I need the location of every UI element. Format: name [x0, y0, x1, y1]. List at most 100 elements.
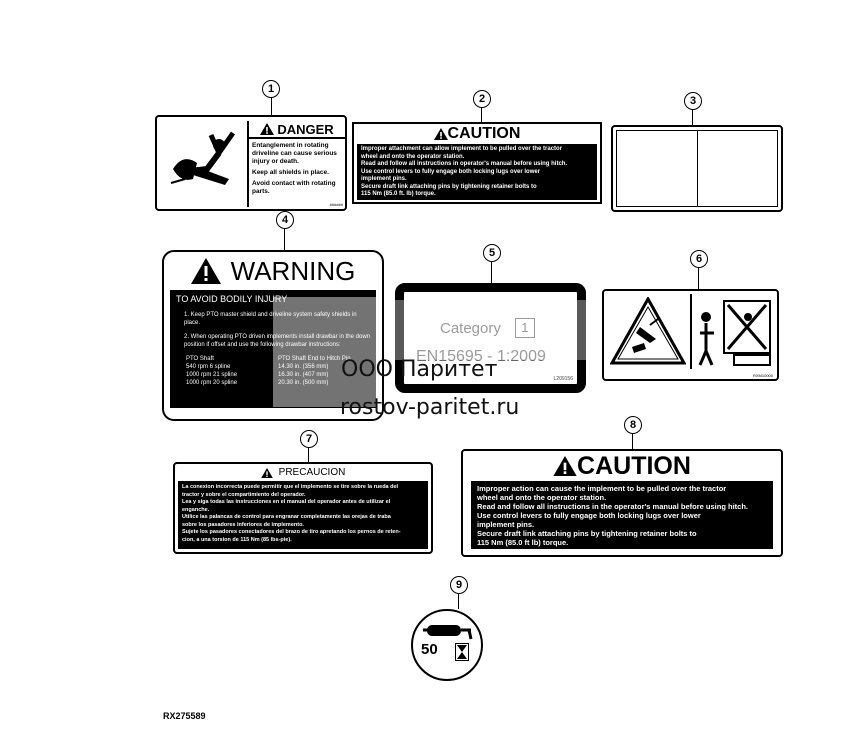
watermark-url: rostov-paritet.ru	[340, 395, 520, 420]
leader-3	[692, 109, 693, 125]
caution-small-line: implement pins.	[361, 176, 407, 182]
callout-4: 4	[276, 211, 294, 229]
pictorial-code: RXM10000	[752, 373, 773, 378]
leader-6	[698, 267, 699, 289]
warning-row1-shaft: 540 rpm 6 spline	[186, 364, 231, 370]
precaucion-line: La conexion incorrecta puede permitir qu…	[182, 484, 399, 490]
category-decal: Category 1 EN15695 - 1:2009 L209156	[395, 283, 586, 393]
caution-large-title: CAUTION	[577, 451, 691, 480]
callout-2: 2	[473, 90, 491, 108]
warning-row2-shaft: 1000 rpm 21 spline	[186, 372, 238, 378]
grease-interval-decal: 50	[411, 609, 483, 681]
crush-hazard-icon	[610, 297, 686, 365]
tractor-hitch-operator-icon	[698, 300, 771, 366]
caution-small-line: Secure draft link attaching pins by tigh…	[361, 183, 537, 190]
warning-triangle-icon	[553, 456, 577, 476]
caution-large-line: Use control levers to fully engage both …	[477, 511, 701, 520]
danger-title: DANGER	[277, 121, 334, 137]
callout-6: 6	[690, 250, 708, 268]
danger-line1: Entanglement in rotating driveline can c…	[252, 142, 337, 165]
caution-small-line: Use control levers to fully engage both …	[361, 168, 541, 175]
grease-interval-value: 50	[421, 641, 438, 658]
category-code: L209156	[553, 376, 573, 382]
precaucion-line: Sujete los pasadores conectadores del br…	[182, 529, 401, 535]
danger-decal: DANGER Entanglement in rotating drivelin…	[155, 115, 347, 211]
caution-large-decal: CAUTION Improper action can cause the im…	[461, 449, 783, 557]
precaucion-line: enganche.	[182, 506, 210, 513]
leader-5	[491, 261, 492, 283]
danger-code: ######	[329, 202, 343, 207]
precaucion-title: PRECAUCION	[278, 467, 346, 478]
danger-line3: Avoid contact with rotating parts.	[252, 180, 336, 195]
category-label: Category	[440, 319, 501, 337]
warning-row3-distance: 20.30 in. (500 mm)	[278, 380, 329, 386]
caution-small-line: Read and follow all instructions in oper…	[361, 161, 568, 167]
caution-small-line: wheel and onto the operator station.	[361, 153, 465, 160]
warning-row3-shaft: 1000 rpm 20 spline	[186, 380, 238, 386]
pictorial-decal: RXM10000	[602, 289, 779, 381]
pictorial-divider	[690, 294, 692, 369]
caution-large-line: Read and follow all instructions in the …	[477, 502, 748, 511]
warning-triangle-icon	[190, 258, 221, 284]
warning-col2-header: PTO Shaft End to Hitch Pin	[278, 356, 351, 362]
leader-9	[458, 593, 459, 609]
leader-1	[271, 97, 272, 115]
warning-row2-distance: 16.30 in. (407 mm)	[278, 372, 329, 378]
caution-small-line: 115 Nm (85.0 ft. lb) torque.	[361, 191, 436, 197]
caution-large-body: Improper action can cause the implement …	[471, 481, 773, 549]
leader-8	[632, 433, 633, 449]
warning-triangle-icon	[260, 467, 273, 478]
warning-header: WARNING	[164, 252, 382, 290]
caution-small-body: Improper attachment can allow implement …	[357, 144, 597, 200]
precaucion-line: Lea y siga todas las instrucciones en el…	[182, 499, 391, 505]
precaucion-line: cion, a una torsion de 115 Nm (85 lbs-pi…	[182, 536, 292, 543]
precaucion-body: La conexion incorrecta puede permitir qu…	[178, 481, 428, 549]
precaucion-line: sobre los pasadores inferiores de implem…	[182, 521, 304, 528]
warning-decal: WARNING TO AVOID BODILY INJURY 1. Keep P…	[162, 250, 384, 421]
caution-large-line: implement pins.	[477, 520, 535, 529]
warning-body: TO AVOID BODILY INJURY 1. Keep PTO maste…	[170, 290, 376, 408]
leader-7	[308, 447, 309, 463]
callout-3: 3	[684, 92, 702, 110]
category-standard: EN15695 - 1:2009	[416, 348, 546, 365]
warning-col1-header: PTO Shaft	[186, 356, 214, 362]
leader-2	[481, 107, 482, 123]
entanglement-icon	[170, 131, 236, 185]
warning-triangle-icon	[260, 123, 275, 135]
watermark-panel	[273, 297, 377, 407]
caution-small-header: CAUTION	[354, 124, 600, 144]
callout-9: 9	[450, 576, 468, 594]
category-row: Category 1	[440, 318, 535, 338]
warning-triangle-icon	[433, 128, 448, 140]
warning-item2: 2. When operating PTO driven implements …	[184, 334, 370, 348]
callout-5: 5	[483, 244, 501, 262]
precaucion-line: Utilice las palancas de control para eng…	[182, 514, 391, 520]
precaucion-header: PRECAUCION	[175, 464, 431, 481]
blank-decal	[611, 125, 783, 212]
grease-gun-icon	[423, 625, 473, 640]
danger-line2: Keep all shields in place.	[252, 169, 329, 176]
caution-large-line: Improper action can cause the implement …	[477, 484, 727, 493]
hourglass-icon	[455, 643, 469, 661]
entanglement-pictogram	[163, 123, 243, 203]
caution-large-line: Secure draft link attaching pins by tigh…	[477, 529, 697, 538]
caution-small-line: Improper attachment can allow implement …	[361, 146, 563, 152]
danger-header: DANGER	[249, 121, 345, 139]
warning-row1-distance: 14.30 in. (356 mm)	[278, 364, 329, 370]
category-value: 1	[514, 318, 535, 338]
blank-panel-divider	[697, 130, 698, 207]
callout-1: 1	[262, 80, 280, 98]
precaucion-decal: PRECAUCION La conexion incorrecta puede …	[173, 462, 433, 554]
caution-small-decal: CAUTION Improper attachment can allow im…	[352, 122, 602, 204]
caution-small-title: CAUTION	[447, 125, 521, 142]
caution-large-header: CAUTION	[463, 451, 781, 481]
watermark-company: ООО Паритет	[341, 357, 498, 382]
warning-subtitle: TO AVOID BODILY INJURY	[176, 294, 288, 304]
watermark-panel	[395, 300, 591, 360]
precaucion-line: tractor y sobre el compartimiento del op…	[182, 491, 306, 498]
figure-id: RX275589	[163, 711, 206, 721]
callout-8: 8	[624, 416, 642, 434]
leader-4	[284, 228, 285, 250]
warning-item1: 1. Keep PTO master shield and driveline …	[184, 312, 357, 326]
caution-large-line: wheel and onto the operator station.	[477, 493, 607, 502]
